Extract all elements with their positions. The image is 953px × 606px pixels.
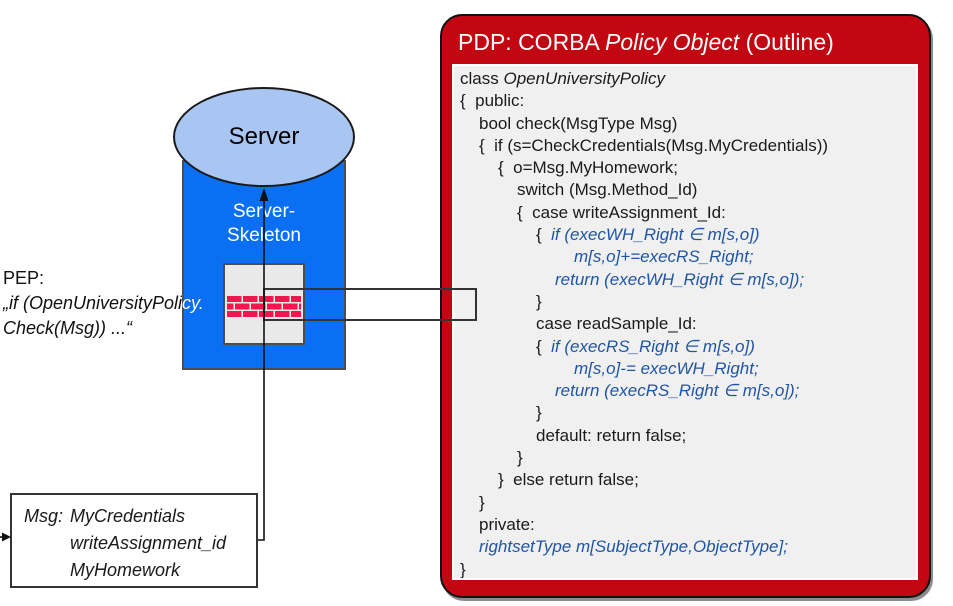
server-skeleton-label-line1: Server- — [232, 201, 296, 222]
pdp-title-prefix: PDP: CORBA — [458, 29, 605, 55]
code-segment: m[s,o]+=execRS_Right; — [574, 247, 754, 267]
code-line: m[s,o]-= execWH_Right; — [460, 358, 914, 380]
code-line: } — [460, 291, 914, 313]
code-segment: class — [460, 69, 504, 88]
code-segment: { — [536, 336, 552, 356]
code-line: { case writeAssignment_Id: — [460, 202, 914, 224]
code-segment: OpenUniversityPolicy — [503, 69, 666, 88]
pep-code-line-1-text: „if (OpenUniversityPolicy. — [3, 293, 204, 313]
code-segment: private: — [479, 514, 535, 534]
code-segment: rightsetType m[SubjectType,ObjectType]; — [479, 537, 788, 557]
code-segment: } — [460, 559, 466, 578]
msg-row-credentials: Msg: MyCredentials — [24, 503, 256, 530]
pdp-code-box: class OpenUniversityPolicy{ public:bool … — [452, 64, 918, 580]
code-line: { o=Msg.MyHomework; — [460, 157, 914, 179]
pdp-code: class OpenUniversityPolicy{ public:bool … — [454, 66, 916, 578]
pep-code-line-1: „if (OpenUniversityPolicy. „if (OpenUniv… — [3, 291, 204, 316]
code-line: } — [460, 402, 914, 424]
code-segment: } — [479, 492, 485, 512]
server-skeleton-label: Server- Skeleton — [182, 200, 346, 248]
msg-item-myhomework: MyHomework — [70, 560, 181, 580]
msg-item-writeassignment: writeAssignment_id — [70, 533, 227, 553]
code-line: } — [460, 447, 914, 469]
msg-label: Msg: — [24, 506, 64, 526]
code-line: } — [460, 559, 914, 578]
code-segment: { o=Msg.MyHomework; — [498, 158, 678, 178]
code-segment: } — [517, 448, 523, 468]
pdp-title-suffix: (Outline) — [739, 29, 834, 55]
code-line: return (execRS_Right ∈ m[s,o]); — [460, 380, 914, 402]
code-segment: { public: — [460, 91, 525, 111]
code-segment: default: return false; — [536, 425, 687, 445]
pdp-title-italic: Policy Object — [604, 29, 740, 55]
code-segment: m[s,o]-= execWH_Right; — [574, 358, 759, 378]
pep-to-pdp-connector-box — [263, 288, 477, 321]
code-line: m[s,o]+=execRS_Right; — [460, 246, 914, 268]
code-line: } else return false; — [460, 469, 914, 491]
code-line: case readSample_Id: — [460, 313, 914, 335]
code-segment: bool check(MsgType Msg) — [479, 113, 678, 133]
server-ellipse: Server — [173, 87, 355, 187]
server-label: Server — [228, 123, 300, 150]
code-segment: switch (Msg.Method_Id) — [517, 180, 698, 200]
code-line: bool check(MsgType Msg) — [460, 113, 914, 135]
code-line: { if (execRS_Right ∈ m[s,o]) — [460, 336, 914, 358]
code-line: { if (execWH_Right ∈ m[s,o]) — [460, 224, 914, 246]
code-segment: { — [536, 225, 552, 245]
pdp-title: PDP: CORBA Policy Object (Outline) — [458, 29, 834, 56]
pep-title: PEP: — [3, 268, 45, 288]
code-line: { public: — [460, 90, 914, 112]
code-segment: if (execWH_Right ∈ m[s,o]) — [551, 225, 760, 245]
code-segment: } — [536, 291, 542, 311]
code-segment: return (execWH_Right ∈ m[s,o]); — [555, 269, 805, 289]
code-segment: case readSample_Id: — [536, 314, 697, 334]
code-segment: if (execRS_Right ∈ m[s,o]) — [551, 336, 755, 356]
code-line: { if (s=CheckCredentials(Msg.MyCredentia… — [460, 135, 914, 157]
code-segment: { if (s=CheckCredentials(Msg.MyCredentia… — [479, 135, 829, 155]
code-line: } — [460, 492, 914, 514]
pep-code-line-1-overlay: „if (OpenUniversityPolicy. — [3, 293, 204, 313]
code-segment: } — [536, 403, 542, 423]
code-line: private: — [460, 514, 914, 536]
pep-code-line-2: Check(Msg)) ...“ — [3, 318, 133, 338]
pep-annotation: PEP: „if (OpenUniversityPolicy. „if (Ope… — [3, 266, 204, 341]
server-skeleton-label-line2: Skeleton — [227, 225, 301, 246]
code-line: return (execWH_Right ∈ m[s,o]); — [460, 269, 914, 291]
code-line: rightsetType m[SubjectType,ObjectType]; — [460, 536, 914, 558]
code-segment: return (execRS_Right ∈ m[s,o]); — [555, 381, 800, 401]
code-line: default: return false; — [460, 425, 914, 447]
code-line: switch (Msg.Method_Id) — [460, 179, 914, 201]
code-segment: { case writeAssignment_Id: — [517, 202, 726, 222]
code-segment: } else return false; — [498, 470, 639, 490]
msg-box: Msg: MyCredentials writeAssignment_id MyH… — [10, 493, 258, 588]
pdp-panel: PDP: CORBA Policy Object (Outline) class… — [440, 14, 931, 598]
msg-item-mycredentials: MyCredentials — [70, 506, 186, 526]
code-line: class OpenUniversityPolicy — [460, 68, 914, 90]
